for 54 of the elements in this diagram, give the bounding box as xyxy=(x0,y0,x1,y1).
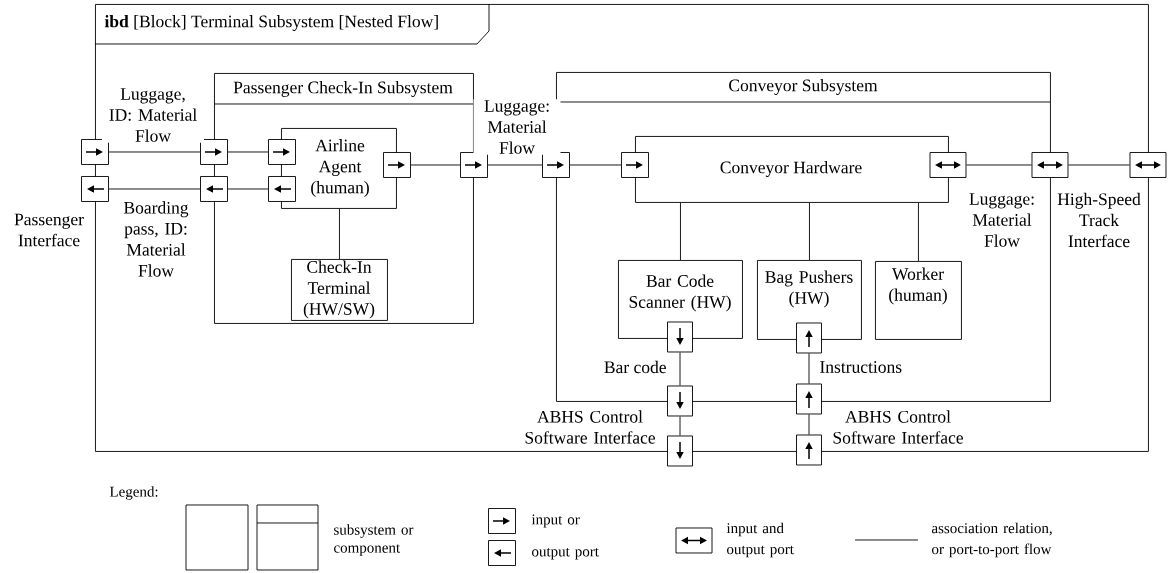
flow-port xyxy=(81,176,109,202)
edge-label: Luggage, ID: Material Flow xyxy=(102,87,204,143)
edge-label: Luggage: Material Flow xyxy=(473,99,561,155)
legend-text: input or output port xyxy=(531,514,599,560)
edge-label: Boarding pass, ID: Material Flow xyxy=(115,200,197,278)
component-box: Bar Code Scanner (HW) xyxy=(618,260,743,339)
connector-line xyxy=(809,202,810,261)
port-label: ABHS Control Software Interface xyxy=(833,410,963,444)
port-label: Passenger Interface xyxy=(14,213,84,247)
connector-line xyxy=(227,151,269,153)
edge-label: Luggage: Material Flow xyxy=(958,192,1046,248)
flow-port xyxy=(929,152,967,178)
connector-line xyxy=(227,188,269,190)
port-label: ABHS Control Software Interface xyxy=(525,410,655,444)
connector-line xyxy=(680,202,681,261)
connector-line xyxy=(569,164,622,166)
connector-line xyxy=(339,208,340,260)
component-box: Conveyor Hardware xyxy=(635,136,949,203)
flow-port xyxy=(796,322,822,354)
connector-line xyxy=(108,188,201,190)
legend-text: input and output port xyxy=(726,522,794,558)
connector-line xyxy=(679,416,681,436)
connector-line xyxy=(918,202,919,262)
connector-line xyxy=(966,164,1032,166)
connector-line xyxy=(808,353,810,384)
flow-port xyxy=(460,152,488,178)
flow-port xyxy=(1129,152,1167,178)
flow-port xyxy=(81,139,109,165)
flow-port xyxy=(796,434,822,466)
flow-port xyxy=(200,139,228,165)
flow-port xyxy=(667,435,693,467)
flow-port xyxy=(268,139,296,165)
edge-label: Instructions xyxy=(818,360,904,374)
connector-line xyxy=(679,352,681,386)
legend-text: subsystem or component xyxy=(334,524,414,556)
connector-line xyxy=(487,164,543,166)
flow-port xyxy=(667,321,693,353)
component-box: Bag Pushers (HW) xyxy=(757,260,862,340)
connector-line xyxy=(1068,164,1130,166)
flow-port xyxy=(667,385,693,417)
legend-text: association relation, or port-to-port flow xyxy=(932,522,1052,558)
connector-line xyxy=(108,151,201,153)
port-label: High-Speed Track Interface xyxy=(1057,192,1141,248)
flow-port xyxy=(383,152,411,178)
legend-heading: Legend: xyxy=(109,486,158,500)
flow-port xyxy=(796,383,822,415)
flow-port xyxy=(200,176,228,202)
flow-port xyxy=(621,152,649,178)
component-box: Worker (human) xyxy=(875,261,962,340)
flow-port xyxy=(1031,152,1069,178)
connector-line xyxy=(808,414,810,435)
flow-port xyxy=(268,176,296,202)
connector-line xyxy=(410,164,461,166)
component-box: Check-In Terminal (HW/SW) xyxy=(291,259,388,321)
